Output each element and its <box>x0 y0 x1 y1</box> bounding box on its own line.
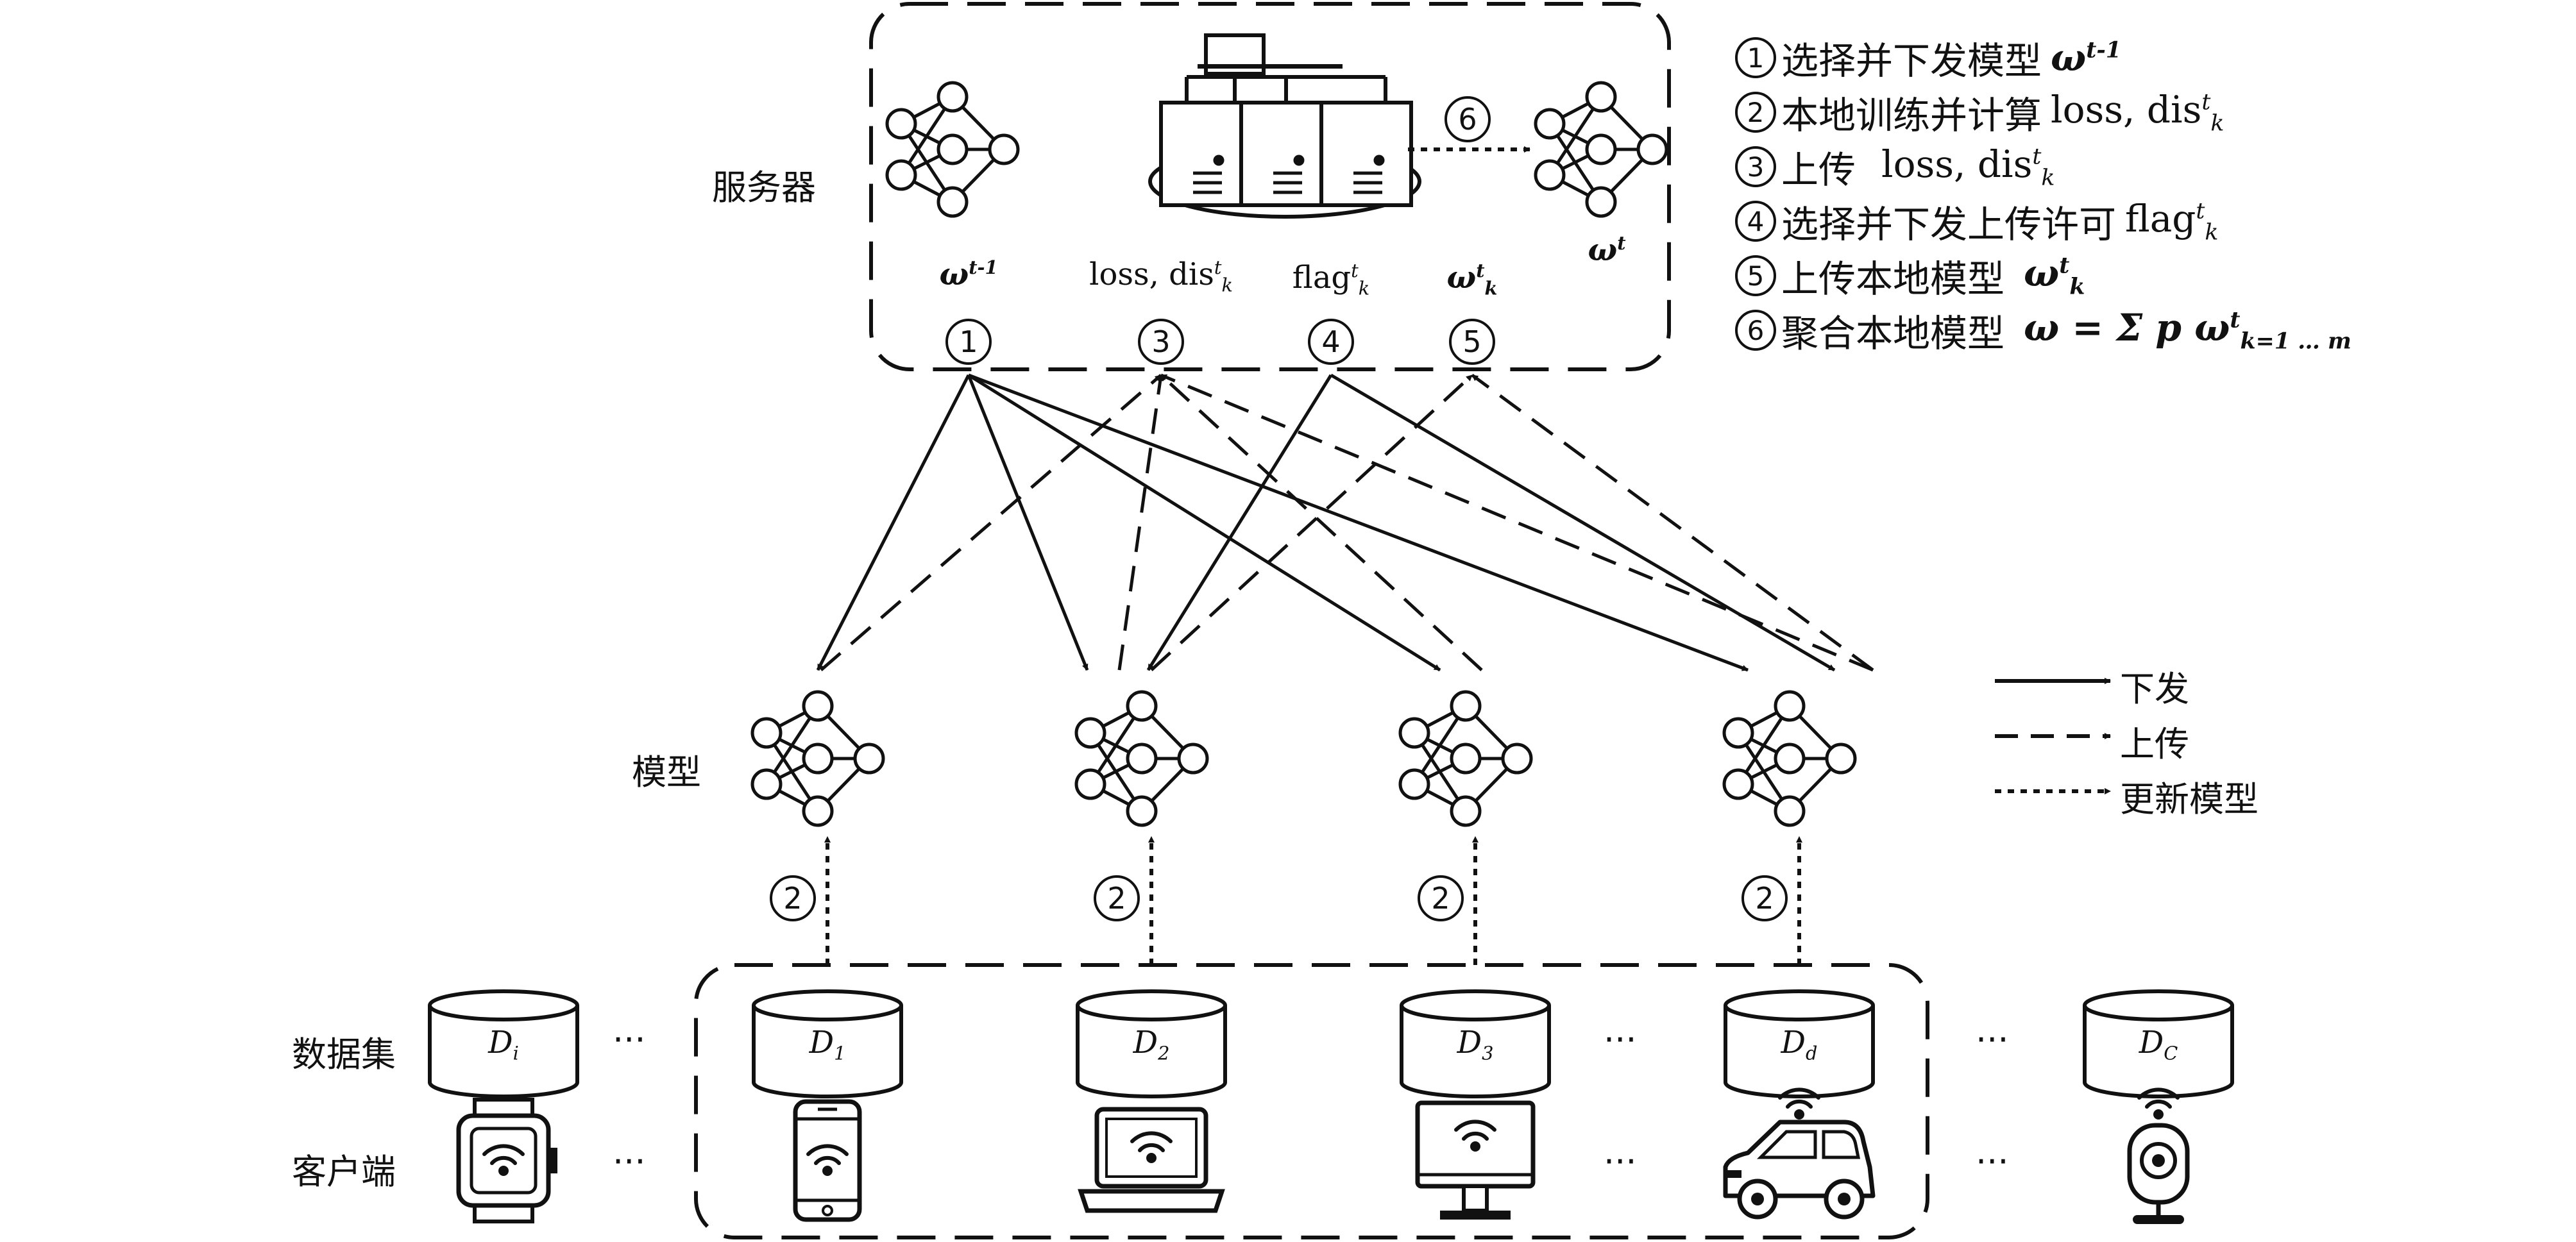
step-number: 5 <box>1735 255 1776 296</box>
upload-arrow-1 <box>820 374 1162 671</box>
dataset-label-i: Di <box>488 1025 519 1064</box>
step-badge-1: 1 <box>945 319 992 365</box>
step-math: loss, distk <box>2051 88 2224 137</box>
model-label: 模型 <box>632 752 701 793</box>
permit-arrow-2 <box>1330 373 1836 672</box>
local-step-badge-3: 2 <box>1418 875 1464 921</box>
step-math: ωt-1 <box>2051 36 2121 80</box>
client-model-icon-3 <box>1400 692 1531 825</box>
step-badge-3: 3 <box>1138 319 1184 365</box>
desktop-monitor-icon <box>1415 1100 1536 1220</box>
laptop-icon <box>1078 1107 1225 1213</box>
selected-clients-boundary <box>694 963 1929 1239</box>
upload-model-arrow-2 <box>1471 373 1874 672</box>
dataset-label-c: DC <box>2139 1025 2178 1064</box>
step-math: ωtk <box>2024 251 2085 300</box>
step-number: 3 <box>1735 146 1776 187</box>
car-icon <box>1723 1089 1876 1220</box>
ellipsis: ··· <box>613 1141 646 1182</box>
step-number: 6 <box>1735 310 1776 351</box>
step-text: 本地训练并计算 <box>1781 94 2042 137</box>
dataset-label-2: D2 <box>1133 1025 1170 1064</box>
webcam-icon <box>2127 1089 2190 1224</box>
permit-arrow-1 <box>1146 374 1333 671</box>
server-boundary <box>869 2 1671 371</box>
step-text: 聚合本地模型 <box>1781 312 2005 355</box>
client-label: 客户端 <box>292 1152 396 1192</box>
server-label-w-new: ωt <box>1588 232 1626 268</box>
local-step-badge-2: 2 <box>1094 875 1140 921</box>
legend-item-update: 更新模型 <box>2120 779 2258 819</box>
step-badge-6: 6 <box>1445 96 1491 142</box>
ellipsis: ··· <box>1604 1141 1637 1182</box>
step-number: 4 <box>1735 201 1776 242</box>
server-label-w-k: ωtk <box>1446 260 1498 299</box>
step-list-item-2: 2 本地训练并计算 loss, distk <box>1735 85 2224 139</box>
local-step-badge-1: 2 <box>770 875 816 921</box>
smartwatch-icon <box>456 1098 557 1223</box>
upload-arrow-2 <box>1117 374 1164 671</box>
step-list-item-4: 4 选择并下发上传许可 flagtk <box>1735 194 2219 248</box>
upload-arrow-4 <box>1160 373 1874 672</box>
distribute-arrow-1 <box>816 374 970 671</box>
step-number: 2 <box>1735 92 1776 133</box>
ellipsis: ··· <box>613 1020 646 1060</box>
client-model-icon-4 <box>1724 692 1855 825</box>
step-text: 上传本地模型 <box>1781 257 2005 301</box>
ellipsis: ··· <box>1976 1020 2009 1060</box>
dataset-label-3: D3 <box>1457 1025 1494 1064</box>
server-label-flag: flagtk <box>1292 260 1370 299</box>
client-model-icon-1 <box>752 692 883 825</box>
server-label-w-prev: ωt-1 <box>939 256 998 292</box>
step-math: flagtk <box>2125 197 2219 246</box>
server-rack-icon <box>1148 33 1421 219</box>
client-model-icon-2 <box>1076 692 1207 825</box>
step-list-item-5: 5 上传本地模型 ωtk <box>1735 249 2085 303</box>
step-text: 选择并下发模型 <box>1781 39 2042 83</box>
legend-item-distribute: 下发 <box>2120 669 2189 709</box>
distribute-arrow-2 <box>967 374 1089 671</box>
local-step-badge-4: 2 <box>1741 875 1788 921</box>
step-list-item-6: 6 聚合本地模型 ω = Σ p ωtk=1 … m <box>1735 303 2351 357</box>
upload-model-arrow-1 <box>1150 374 1473 671</box>
step-math: ω = Σ p ωtk=1 … m <box>2024 306 2351 355</box>
global-model-icon <box>887 83 1018 216</box>
server-label: 服务器 <box>712 167 816 208</box>
step-text: 选择并下发上传许可 <box>1781 203 2117 246</box>
step-list-item-1: 1 选择并下发模型 ωt-1 <box>1735 31 2121 85</box>
step-badge-4: 4 <box>1308 319 1354 365</box>
smartphone-icon <box>793 1099 862 1222</box>
step-badge-5: 5 <box>1449 319 1495 365</box>
step-text: 上传 <box>1781 148 1856 192</box>
server-label-loss-dis: loss, distk <box>1089 256 1233 296</box>
ellipsis: ··· <box>1976 1141 2009 1182</box>
legend-item-upload: 上传 <box>2120 724 2189 764</box>
dataset-label: 数据集 <box>292 1034 396 1075</box>
aggregated-model-icon <box>1536 83 1666 216</box>
ellipsis: ··· <box>1604 1020 1637 1060</box>
distribute-arrow-3 <box>967 373 1441 672</box>
distribute-arrow-4 <box>968 373 1749 672</box>
dataset-label-d: Dd <box>1781 1025 1818 1064</box>
step-number: 1 <box>1735 37 1776 78</box>
step-list-item-3: 3 上传 loss, distk <box>1735 140 2055 194</box>
dataset-label-1: D1 <box>809 1025 846 1064</box>
upload-arrow-3 <box>1160 374 1483 671</box>
step-math: loss, distk <box>1881 142 2055 191</box>
